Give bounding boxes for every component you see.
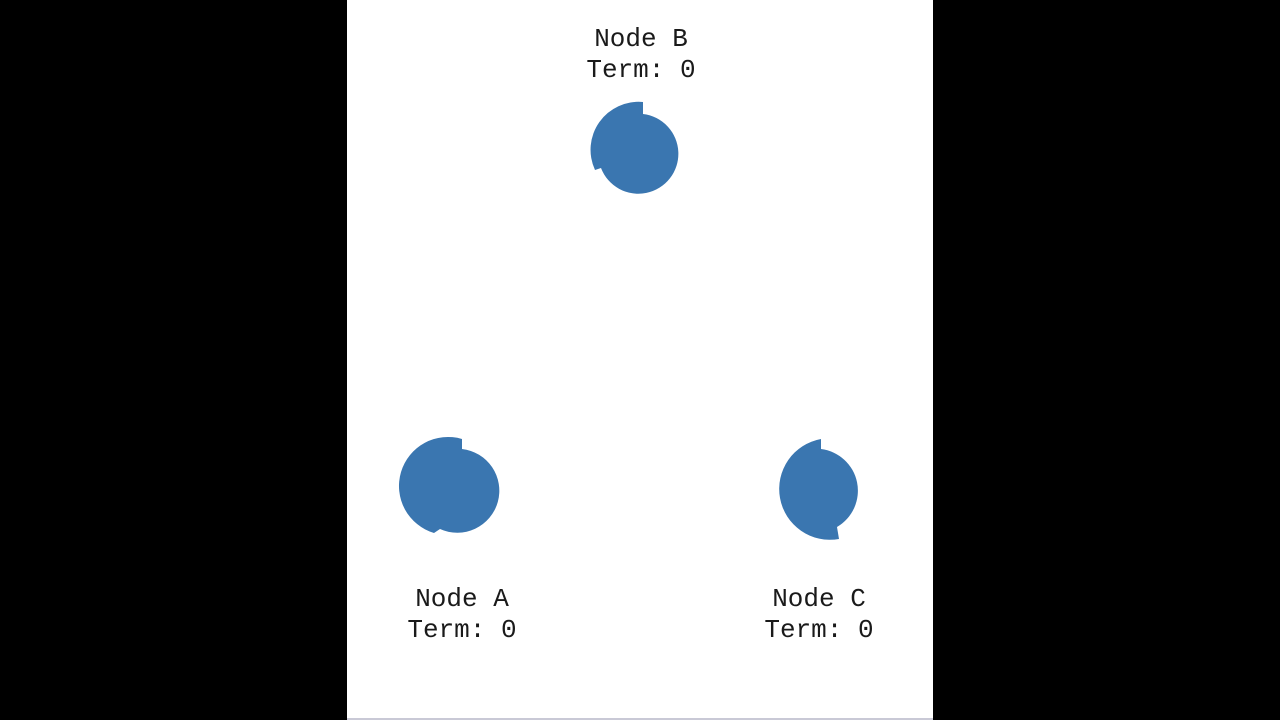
node-b-term: Term: 0	[586, 55, 696, 85]
node-a-name: Node A	[415, 584, 509, 614]
raft-diagram-canvas: Node B Term: 0 Node A Term: 0 Node C Ter…	[347, 0, 933, 720]
node-a-circle[interactable]	[398, 436, 508, 539]
node-b-shape	[590, 101, 679, 194]
node-c-label: Node C Term: 0	[709, 584, 929, 646]
node-a-shape	[398, 436, 500, 533]
node-c-name: Node C	[772, 584, 866, 614]
node-b-label: Node B Term: 0	[531, 24, 751, 86]
node-a-term: Term: 0	[407, 615, 517, 645]
node-a-label: Node A Term: 0	[352, 584, 572, 646]
node-b-circle[interactable]	[590, 101, 691, 202]
node-b-name: Node B	[594, 24, 688, 54]
node-c-term: Term: 0	[764, 615, 874, 645]
node-c-shape	[779, 439, 858, 540]
node-c-circle[interactable]	[767, 439, 867, 540]
